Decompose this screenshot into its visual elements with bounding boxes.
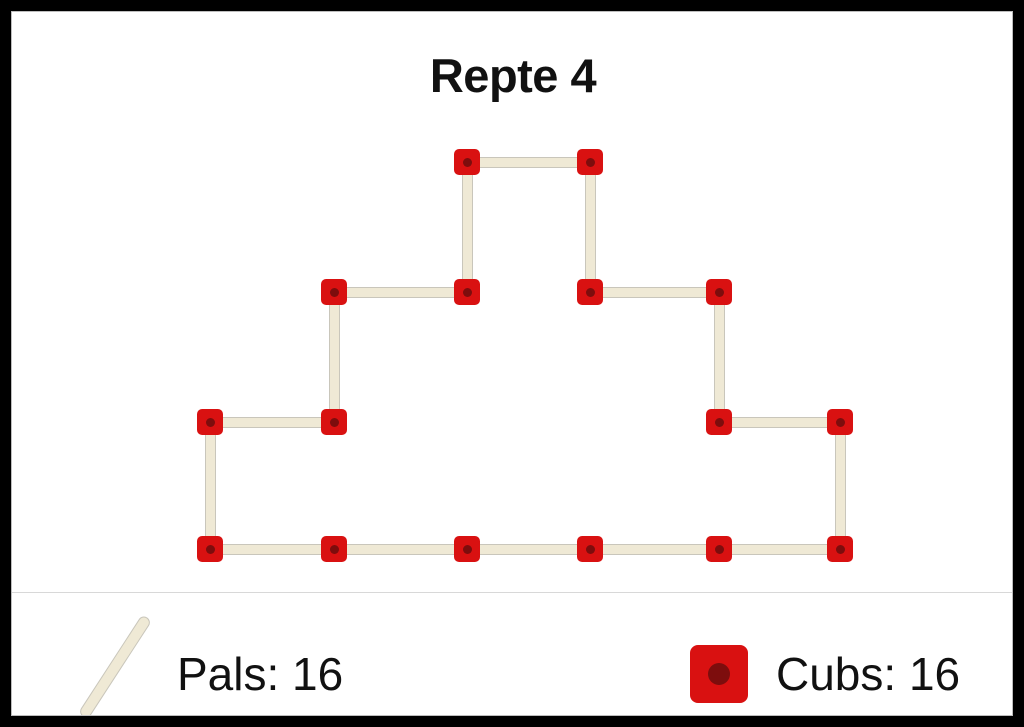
stick — [328, 292, 340, 422]
stick — [210, 543, 334, 555]
stick-figure-diagram — [12, 12, 1012, 715]
cube-node-dot — [462, 287, 472, 297]
page-title: Repte 4 — [429, 49, 597, 102]
cube-node-dot — [585, 157, 595, 167]
cube-node — [197, 536, 223, 562]
cube-node-dot — [329, 417, 339, 427]
cube-node — [577, 536, 603, 562]
cube-node-dot — [329, 544, 339, 554]
cube-node — [706, 536, 732, 562]
legend-sticks: Pals: 16 — [67, 614, 487, 715]
stick — [713, 292, 725, 422]
cube-node-dot — [714, 287, 724, 297]
cube-node-dot — [835, 417, 845, 427]
cube-node-dot — [462, 544, 472, 554]
stick — [334, 286, 467, 298]
stick-icon — [77, 614, 153, 715]
cube-node-dot — [714, 544, 724, 554]
cube-node — [321, 279, 347, 305]
cube-node-dot — [714, 417, 724, 427]
cube-node — [197, 409, 223, 435]
stick — [719, 416, 840, 428]
stick — [834, 422, 846, 549]
cube-node — [321, 536, 347, 562]
stick — [584, 162, 596, 292]
cube-node — [454, 149, 480, 175]
cube-node-dot — [585, 287, 595, 297]
cube-node — [706, 279, 732, 305]
legend-divider — [12, 592, 1012, 593]
cube-node — [577, 279, 603, 305]
stick — [210, 416, 334, 428]
cube-node — [454, 536, 480, 562]
stick — [461, 162, 473, 292]
cube-icon — [690, 645, 748, 703]
stick — [467, 543, 590, 555]
cube-node — [321, 409, 347, 435]
legend-cubes: Cubs: 16 — [690, 624, 1010, 715]
stick — [334, 543, 467, 555]
cube-node-dot — [835, 544, 845, 554]
stick — [590, 286, 719, 298]
stick — [590, 543, 719, 555]
cube-icon-dot — [708, 663, 730, 685]
cube-node — [827, 536, 853, 562]
stick — [467, 156, 590, 168]
cube-node — [827, 409, 853, 435]
cube-node — [706, 409, 732, 435]
cube-node-dot — [329, 287, 339, 297]
cube-node-dot — [205, 417, 215, 427]
cube-node-dot — [462, 157, 472, 167]
stick — [719, 543, 840, 555]
drawing-canvas: Repte 4 Pals: 16 Cubs: 16 — [11, 11, 1013, 716]
stick-icon-wrapper — [67, 614, 177, 715]
cubes-count-label: Cubs: 16 — [776, 648, 961, 700]
cube-node-dot — [585, 544, 595, 554]
sticks-count-label: Pals: 16 — [177, 648, 344, 700]
cube-node-dot — [205, 544, 215, 554]
cube-node — [577, 149, 603, 175]
stick — [204, 422, 216, 549]
cube-node — [454, 279, 480, 305]
